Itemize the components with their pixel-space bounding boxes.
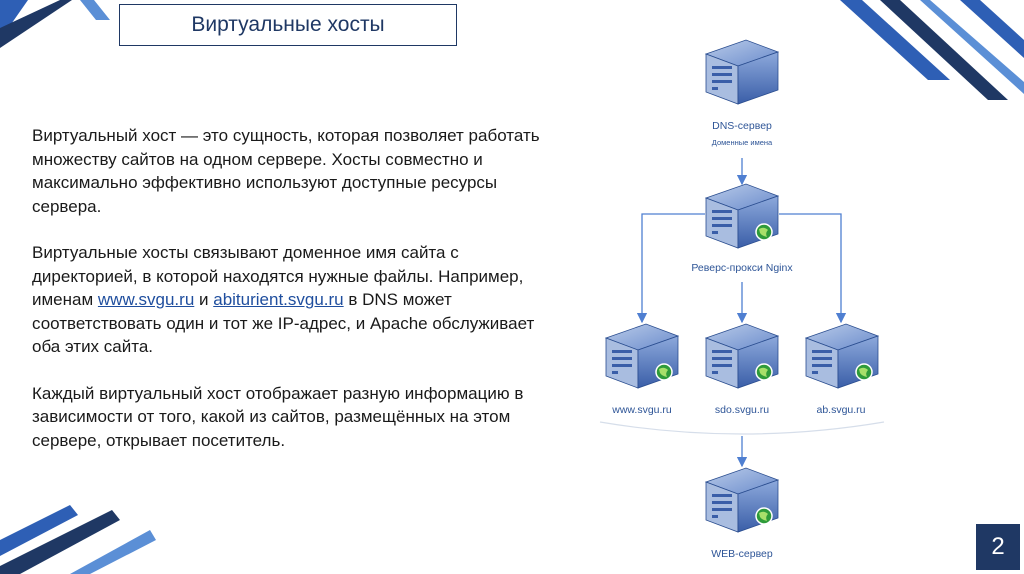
site-group-bracket bbox=[599, 421, 885, 435]
paragraph-2-mid: и bbox=[194, 290, 214, 309]
arrow-proxy-to-site1 bbox=[636, 213, 705, 324]
site1-label: www.svgu.ru bbox=[612, 404, 672, 416]
site1-server-icon bbox=[605, 323, 679, 389]
paragraph-2-start: Виртуальные хосты связывают доменное имя… bbox=[32, 243, 524, 309]
paragraph-2: Виртуальные хосты связывают доменное имя… bbox=[32, 241, 562, 359]
site3-server-icon bbox=[805, 323, 879, 389]
link-abiturient-svgu[interactable]: abiturient.svgu.ru bbox=[213, 290, 344, 309]
page-number: 2 bbox=[976, 524, 1020, 570]
bottom-left-stripes bbox=[0, 505, 156, 574]
arrow-proxy-to-site3 bbox=[779, 213, 847, 324]
web-server-icon bbox=[705, 467, 779, 533]
link-www-svgu[interactable]: www.svgu.ru bbox=[97, 290, 195, 309]
site3-label: ab.svgu.ru bbox=[816, 404, 866, 416]
site2-label: sdo.svgu.ru bbox=[714, 404, 770, 416]
slide-title: Виртуальные хосты bbox=[191, 13, 385, 36]
body-text: Виртуальный хост — это сущность, которая… bbox=[32, 124, 562, 475]
top-left-stripes bbox=[0, 0, 110, 48]
paragraph-3: Каждый виртуальный хост отображает разну… bbox=[32, 383, 524, 450]
top-right-stripes bbox=[840, 0, 1024, 100]
proxy-server-icon bbox=[705, 183, 779, 249]
site2-server-icon bbox=[705, 323, 779, 389]
dns-sublabel: Доменные имена bbox=[711, 138, 773, 147]
proxy-label: Реверс-прокси Nginx bbox=[691, 262, 793, 274]
connectors bbox=[599, 158, 885, 468]
paragraph-2-end: в DNS может соответствовать один и тот ж… bbox=[32, 290, 535, 356]
dns-label: DNS-сервер bbox=[712, 120, 772, 132]
web-label: WEB-сервер bbox=[711, 548, 773, 560]
title-box: Виртуальные хосты bbox=[119, 4, 457, 46]
paragraph-1: Виртуальный хост — это сущность, которая… bbox=[32, 126, 540, 216]
dns-server-icon bbox=[705, 39, 779, 105]
